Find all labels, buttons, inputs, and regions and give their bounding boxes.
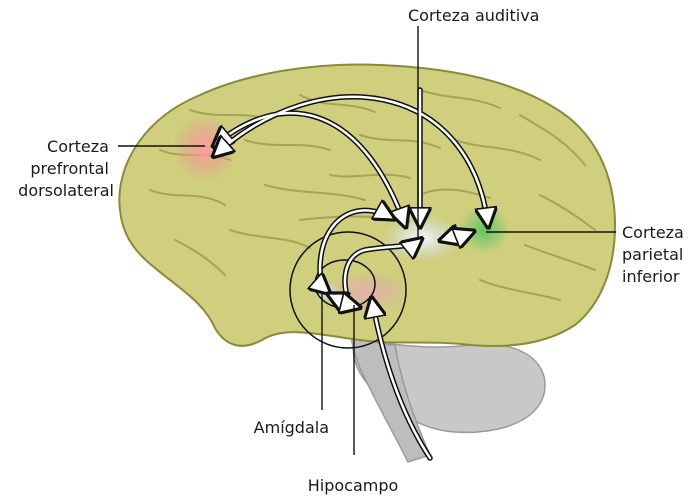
label-parietal-line-1: Corteza: [622, 223, 684, 242]
label-hippocampus: Hipocampo: [308, 476, 399, 495]
label-prefrontal-line-3: dorsolateral: [18, 181, 114, 200]
label-parietal-line-2: parietal: [622, 245, 683, 264]
label-prefrontal-line-1: Corteza: [47, 137, 109, 156]
label-amygdala: Amígdala: [254, 418, 329, 437]
label-prefrontal-line-2: prefrontal: [30, 159, 109, 178]
label-prefrontal-cortex: Corteza prefrontal dorsolateral: [18, 137, 114, 200]
label-auditory-cortex: Corteza auditiva: [408, 6, 539, 25]
label-parietal-line-3: inferior: [622, 267, 680, 286]
prefrontal-region: [173, 114, 237, 182]
label-parietal-cortex: Corteza parietal inferior: [622, 223, 689, 286]
